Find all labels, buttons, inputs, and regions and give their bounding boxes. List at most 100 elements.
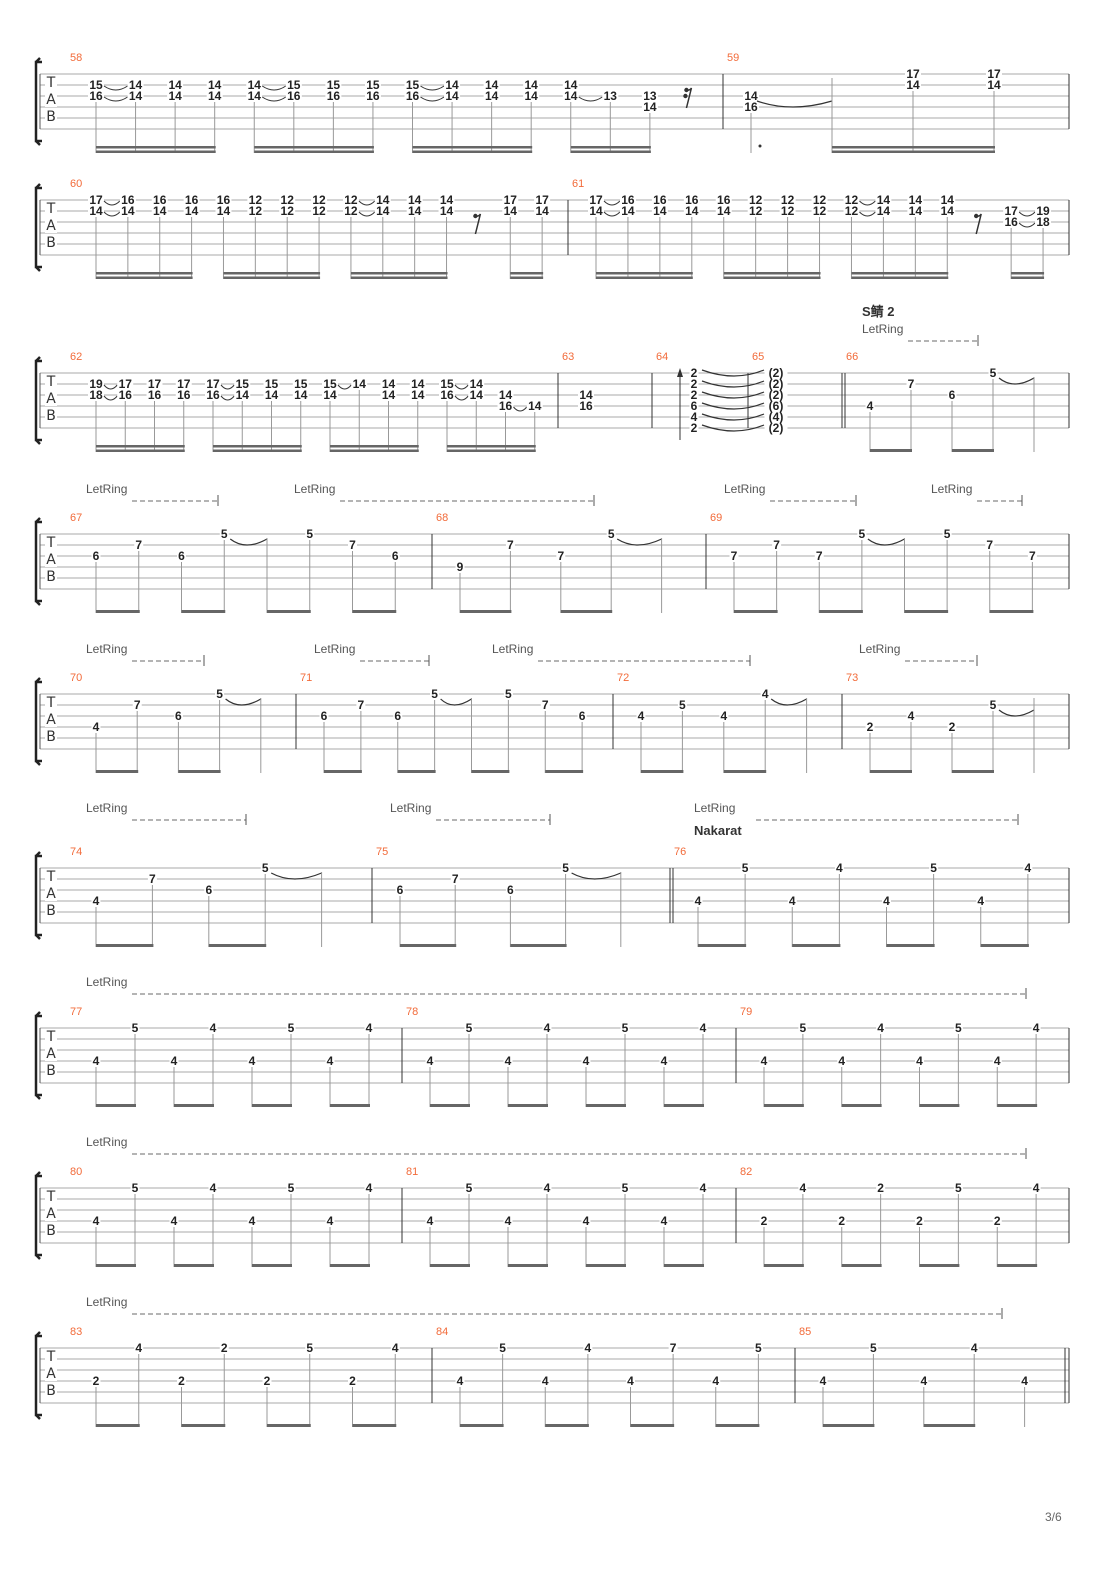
measure-number: 81 xyxy=(406,1166,418,1178)
tab-note: 7 xyxy=(557,549,564,563)
note-background xyxy=(818,1376,828,1386)
tab-note: 4 xyxy=(838,1054,845,1068)
tab-note: 5 xyxy=(288,1181,295,1195)
note-background xyxy=(292,390,309,400)
note-background xyxy=(364,1183,374,1193)
note-background xyxy=(483,91,500,101)
tab-note: 12 xyxy=(781,204,795,218)
tab-note: 4 xyxy=(1033,1181,1040,1195)
tab-clef-letter: B xyxy=(46,408,56,424)
tab-note: 18 xyxy=(89,388,103,402)
tie-arc xyxy=(701,424,765,432)
clef-background xyxy=(45,1384,57,1398)
note-background xyxy=(811,206,828,216)
beam xyxy=(252,1264,292,1267)
note-background xyxy=(215,195,232,205)
beam xyxy=(400,944,457,947)
note-background xyxy=(439,390,455,400)
tab-note: 4 xyxy=(544,1021,551,1035)
beam xyxy=(904,610,949,613)
tab-clef-letter: B xyxy=(46,1063,56,1079)
note-background xyxy=(583,1343,593,1353)
note-background xyxy=(325,91,342,101)
tab-note: 4 xyxy=(505,1054,512,1068)
note-background xyxy=(404,80,421,90)
tab-note: 14 xyxy=(941,193,955,207)
beam xyxy=(96,610,140,613)
measure-number: 59 xyxy=(727,52,739,64)
tab-note: 14 xyxy=(470,377,484,391)
tab-note: 7 xyxy=(773,538,780,552)
measure-number: 85 xyxy=(799,1326,811,1338)
note-background xyxy=(764,379,788,389)
beam xyxy=(412,150,533,153)
note-background xyxy=(620,1023,630,1033)
tab-note: 5 xyxy=(944,527,951,541)
beam xyxy=(832,150,995,153)
tie-arc xyxy=(571,872,622,880)
note-background xyxy=(177,551,186,561)
tab-note: 7 xyxy=(1029,549,1036,563)
tie-arc xyxy=(998,709,1035,717)
note-background xyxy=(146,379,163,389)
tab-note: 5 xyxy=(990,698,997,712)
tab-note: 14 xyxy=(445,78,459,92)
tab-note: 4 xyxy=(366,1021,373,1035)
clef-background xyxy=(45,236,57,250)
tab-note: 4 xyxy=(761,1054,768,1068)
tab-system: TAB6017141614161416141614121212121212121… xyxy=(34,178,1070,279)
note-background xyxy=(534,195,551,205)
note-background xyxy=(404,91,421,101)
tab-note: 2 xyxy=(877,1181,884,1195)
tab-note: 2 xyxy=(949,720,956,734)
beam xyxy=(596,272,693,275)
note-background xyxy=(497,390,514,400)
tab-note: 14 xyxy=(528,399,542,413)
letring-label: LetRing xyxy=(86,975,127,989)
tab-note: 5 xyxy=(859,527,866,541)
note-background xyxy=(208,1023,218,1033)
clef-background xyxy=(45,202,57,216)
note-background xyxy=(119,195,136,205)
note-background xyxy=(715,206,732,216)
tab-note: (2) xyxy=(769,421,784,435)
tab-note: 14 xyxy=(564,78,578,92)
note-background xyxy=(619,206,636,216)
beam xyxy=(997,1264,1038,1267)
beam xyxy=(96,944,154,947)
note-background xyxy=(526,401,543,411)
note-background xyxy=(1020,1376,1030,1386)
note-background xyxy=(117,390,134,400)
tab-note: 14 xyxy=(470,388,484,402)
tab-note: 15 xyxy=(366,78,380,92)
tie-arc xyxy=(229,538,268,546)
tab-note: 7 xyxy=(452,872,459,886)
tab-note: 14 xyxy=(535,204,549,218)
note-background xyxy=(729,551,739,561)
beam xyxy=(586,1264,626,1267)
beam xyxy=(267,610,311,613)
tab-note: 17 xyxy=(148,377,162,391)
tab-note: 6 xyxy=(691,399,698,413)
note-background xyxy=(753,1343,763,1353)
clef-background xyxy=(45,553,57,567)
tab-note: 16 xyxy=(327,89,341,103)
clef-background xyxy=(45,904,57,918)
tab-note: 2 xyxy=(691,377,698,391)
tab-note: 16 xyxy=(148,388,162,402)
note-background xyxy=(542,1023,552,1033)
beam xyxy=(447,449,536,452)
tab-note: 4 xyxy=(93,1214,100,1228)
beam xyxy=(545,770,584,773)
note-background xyxy=(88,80,104,90)
beam xyxy=(723,770,767,773)
slide-mark xyxy=(1018,222,1036,228)
tab-note: 5 xyxy=(499,1341,506,1355)
tab-clef-letter: B xyxy=(46,1223,56,1239)
note-background xyxy=(380,390,397,400)
system-bracket xyxy=(34,57,42,146)
tab-note: 15 xyxy=(89,78,103,92)
clef-background xyxy=(45,570,57,584)
tab-clef-letter: A xyxy=(46,218,56,234)
